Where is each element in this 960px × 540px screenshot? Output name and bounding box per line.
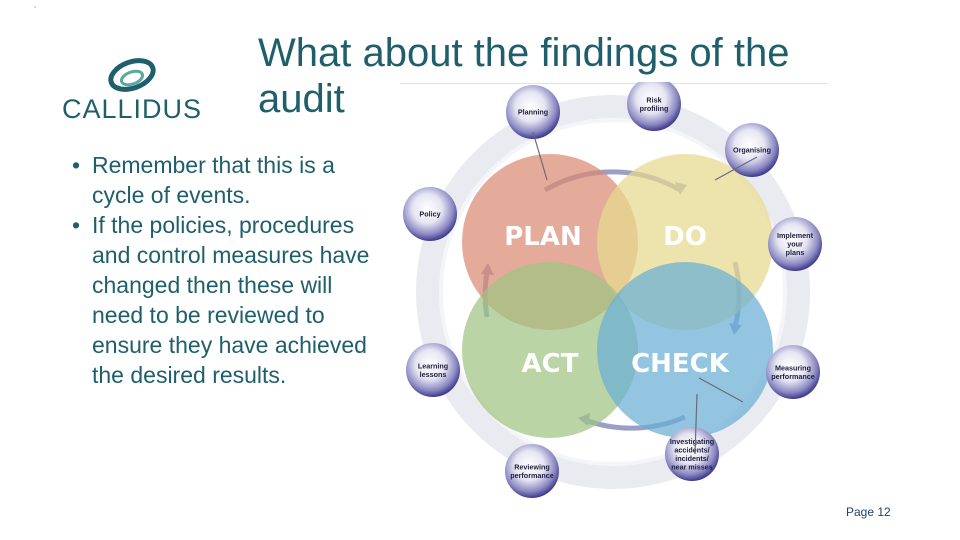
process-node-label: Organising — [733, 146, 771, 155]
bullet-item: If the policies, procedures and control … — [72, 210, 378, 390]
process-node-bubble — [506, 85, 560, 139]
process-node-label: Policy — [419, 210, 440, 219]
process-node-label: Planning — [518, 108, 548, 117]
process-node-bubble — [627, 82, 681, 131]
process-node: Planning — [506, 85, 560, 139]
pdca-label-check: CHECK — [631, 349, 730, 379]
process-node-label: lessons — [420, 370, 447, 379]
pdca-circle-act — [462, 262, 638, 438]
process-node-label: Implement — [777, 231, 814, 240]
process-node-label: performance — [510, 471, 554, 480]
process-node-label: Measuring — [775, 363, 811, 372]
bullet-list: Remember that this is a cycle of events.… — [72, 150, 378, 390]
title-divider — [400, 83, 828, 84]
slide-title: What about the findings of the audit — [258, 31, 790, 121]
process-node-label: accidents/ — [674, 445, 709, 454]
process-node-label: plans — [786, 248, 805, 257]
process-node-label: performance — [771, 372, 815, 381]
process-node-bubble — [768, 217, 822, 271]
bullet-item: Remember that this is a cycle of events. — [72, 150, 378, 210]
corner-mark — [34, 6, 36, 8]
process-node-bubble — [725, 123, 779, 177]
logo-swirl-icon — [108, 58, 156, 92]
pdca-labels: PLAN DO ACT CHECK — [504, 222, 730, 379]
process-node-label: Investigating — [670, 437, 714, 446]
outer-ring — [416, 95, 810, 489]
process-node-label: your — [787, 240, 803, 249]
plan-do-check-act-diagram: PLAN DO ACT CHECK Planning RiskprofilingOrga… — [403, 82, 822, 498]
callidus-logo: CALLIDUS — [62, 58, 202, 124]
process-node-bubble — [406, 343, 460, 397]
process-node-label: Learning — [418, 361, 448, 370]
process-node-bubble — [766, 345, 820, 399]
process-node-bubble — [665, 427, 719, 481]
process-node-label: Reviewing — [514, 462, 550, 471]
process-nodes: Planning RiskprofilingOrganisingImplement… — [403, 82, 822, 498]
process-node-bubble — [505, 444, 559, 498]
process-node-label: incidents/ — [675, 454, 709, 463]
connector-lines — [532, 131, 758, 455]
process-node: Policy — [403, 187, 457, 241]
logo-wordmark: CALLIDUS — [62, 94, 202, 124]
pdca-label-act: ACT — [522, 349, 579, 379]
pdca-circles — [462, 154, 773, 438]
process-node-label: Risk — [646, 95, 661, 104]
process-node-label: profiling — [640, 104, 669, 113]
process-node-bubble — [403, 187, 457, 241]
page-number: Page 12 — [846, 505, 891, 519]
process-node: Organising — [725, 123, 779, 177]
pdca-label-plan: PLAN — [504, 222, 582, 252]
pdca-label-do: DO — [663, 222, 707, 252]
process-node-label: near misses — [671, 462, 713, 471]
